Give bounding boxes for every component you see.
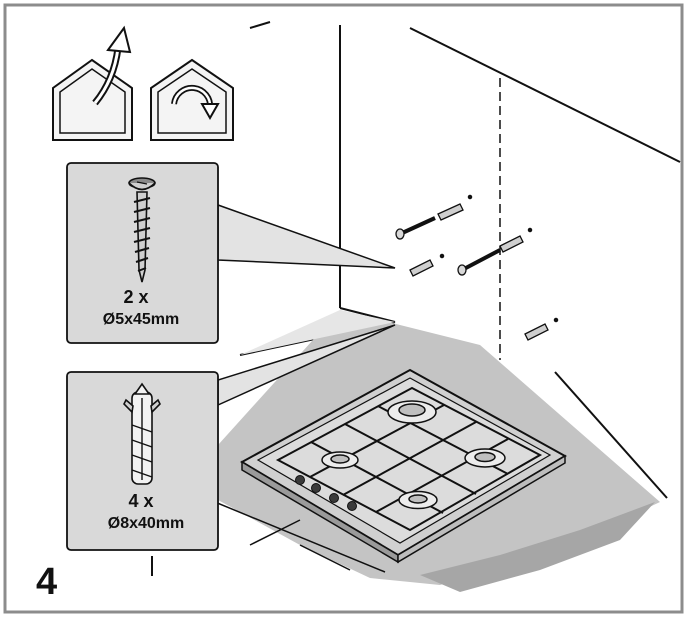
- hob-side-edge: [397, 454, 566, 564]
- wall-plug-size-label: Ø8x40mm: [107, 515, 185, 532]
- house-recirculation-icon: [150, 58, 234, 141]
- screw-icon: [128, 177, 156, 283]
- worktop-top-highlight: [240, 310, 395, 355]
- house-arrow-out-icon: [52, 25, 133, 141]
- wall-plug-4: [524, 317, 559, 341]
- wall-plug-3: [499, 227, 533, 253]
- control-knobs: [295, 475, 357, 511]
- burners: [321, 400, 506, 510]
- wall-fixings: [395, 194, 559, 341]
- worktop-edge-lines: [209, 499, 386, 573]
- step-number: 4: [36, 561, 58, 603]
- wall-plug-icon: [123, 382, 161, 485]
- knob-2: [311, 483, 321, 493]
- screw-quantity-label: 2 x: [123, 287, 149, 307]
- wall-plug-quantity-label: 4 x: [128, 491, 154, 511]
- knob-4: [347, 501, 357, 511]
- worktop-shadow: [420, 502, 655, 592]
- wall-plug-1: [437, 194, 473, 221]
- wall-screw-1: [395, 216, 436, 240]
- knob-3: [329, 493, 339, 503]
- gas-hob: [239, 368, 568, 564]
- knob-1: [295, 475, 305, 485]
- screw-size-label: Ø5x45mm: [102, 311, 180, 328]
- wall-screw-2: [457, 248, 501, 276]
- wall-plug-2: [409, 253, 445, 277]
